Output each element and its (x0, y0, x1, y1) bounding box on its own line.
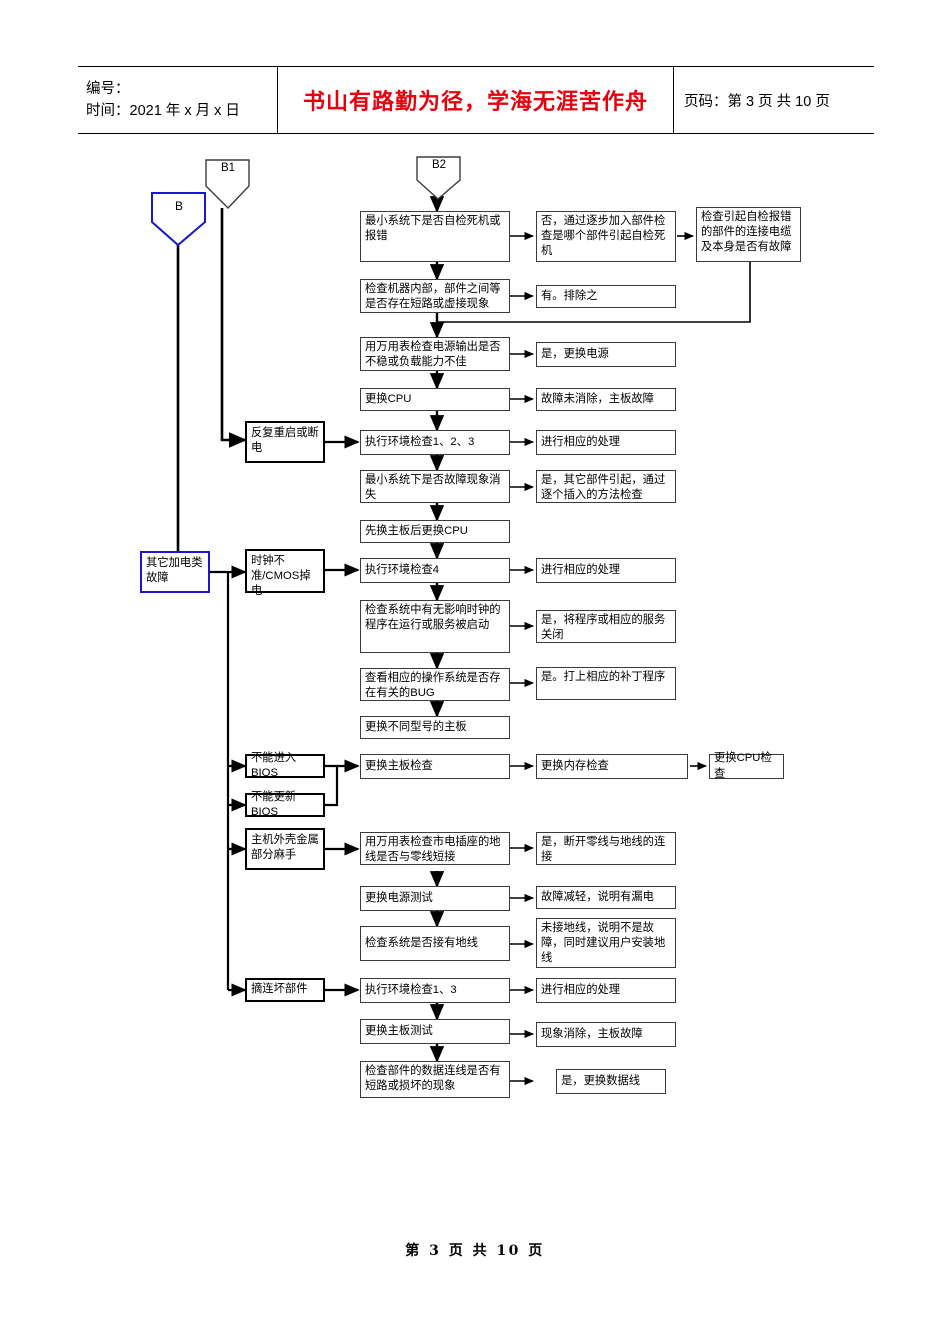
node-step-env-check-13[interactable]: 执行环境检查1、3 (360, 978, 510, 1003)
node-branch-repeated-restart[interactable]: 反复重启或断电 (245, 421, 325, 463)
node-result-handle-accordingly-3[interactable]: 进行相应的处理 (536, 978, 676, 1003)
node-step-check-internal-short[interactable]: 检查机器内部，部件之间等是否存在短路或虚接现象 (360, 279, 510, 313)
header-page-label: 页码：第 3 页 共 10 页 (684, 93, 830, 110)
node-result-replace-cpu-check[interactable]: 更换CPU检查 (709, 752, 784, 780)
node-result-disconnect-neutral-ground[interactable]: 是，断开零线与地线的连接 (536, 832, 676, 865)
node-branch-cannot-update-bios[interactable]: 不能更新BIOS (245, 791, 325, 818)
node-step-replace-mb-check[interactable]: 更换主板检查 (360, 754, 510, 779)
node-result-close-program-service[interactable]: 是，将程序或相应的服务关闭 (536, 610, 676, 643)
node-branch-case-metal-shock[interactable]: 主机外壳金属部分麻手 (245, 828, 325, 870)
node-step-min-system-selftest[interactable]: 最小系统下是否自检死机或报错 (360, 211, 510, 262)
connector-label-B2: B2 (431, 159, 447, 171)
node-result-handle-accordingly-1[interactable]: 进行相应的处理 (536, 430, 676, 455)
node-step-check-ground-wire[interactable]: 检查系统是否接有地线 (360, 926, 510, 961)
node-step-replace-cpu[interactable]: 更换CPU (360, 388, 510, 411)
page-footer: 第 3 页 共 10 页 (405, 1243, 545, 1259)
node-step-check-os-bug[interactable]: 查看相应的操作系统是否存在有关的BUG (360, 668, 510, 701)
node-result-apply-patch[interactable]: 是。打上相应的补丁程序 (536, 667, 676, 700)
node-result-other-parts-cause[interactable]: 是，其它部件引起，通过逐个插入的方法检查 (536, 470, 676, 503)
node-step-min-system-fault-gone[interactable]: 最小系统下是否故障现象消失 (360, 470, 510, 503)
node-step-replace-different-mb[interactable]: 更换不同型号的主板 (360, 716, 510, 739)
header-motto: 书山有路勤为径，学海无涯苦作舟 (302, 89, 648, 115)
node-branch-remove-broken-parts[interactable]: 摘连坏部件 (245, 978, 325, 1002)
node-result-fault-remains-mb[interactable]: 故障未消除，主板故障 (536, 388, 676, 411)
header-cell-id: 编号： 时间：2021 年 x 月 x 日 (78, 67, 278, 133)
node-root-other-power-fault[interactable]: 其它加电类故障 (140, 551, 210, 593)
node-result-yes-eliminate[interactable]: 有。排除之 (536, 285, 676, 308)
header-cell-page: 页码：第 3 页 共 10 页 (674, 67, 874, 133)
node-result-replace-power[interactable]: 是，更换电源 (536, 342, 676, 367)
node-step-check-mains-ground[interactable]: 用万用表检查市电插座的地线是否与零线短接 (360, 832, 510, 865)
node-result-symptom-gone-mb-fault[interactable]: 现象消除，主板故障 (536, 1022, 676, 1047)
node-result-fault-reduced-leak[interactable]: 故障减轻，说明有漏电 (536, 886, 676, 909)
node-step-check-data-cable[interactable]: 检查部件的数据连线是否有短路或损坏的现象 (360, 1061, 510, 1098)
node-step-env-check-123[interactable]: 执行环境检查1、2、3 (360, 430, 510, 455)
connector-label-B1: B1 (220, 162, 236, 174)
node-result-check-cable-faulty[interactable]: 检查引起自检报错的部件的连接电缆及本身是否有故障 (696, 207, 801, 262)
node-step-replace-mb-test[interactable]: 更换主板测试 (360, 1019, 510, 1044)
header-time-label: 时间：2021 年 x 月 x 日 (86, 103, 240, 119)
node-result-no-ground-wire[interactable]: 未接地线，说明不是故障，同时建议用户安装地线 (536, 918, 676, 968)
page-header-table: 编号： 时间：2021 年 x 月 x 日 书山有路勤为径，学海无涯苦作舟 页码… (78, 66, 874, 134)
node-step-multimeter-power-output[interactable]: 用万用表检查电源输出是否不稳或负载能力不佳 (360, 337, 510, 371)
node-step-check-clock-programs[interactable]: 检查系统中有无影响时钟的程序在运行或服务被启动 (360, 600, 510, 653)
header-cell-motto: 书山有路勤为径，学海无涯苦作舟 (278, 67, 674, 133)
connector-label-B: B (174, 199, 183, 213)
node-step-replace-mb-then-cpu[interactable]: 先换主板后更换CPU (360, 520, 510, 543)
node-result-no-add-parts[interactable]: 否，通过逐步加入部件检查是哪个部件引起自检死机 (536, 211, 676, 262)
node-branch-clock-cmos[interactable]: 时钟不准/CMOS掉电 (245, 549, 325, 597)
node-branch-cannot-enter-bios[interactable]: 不能进入BIOS (245, 752, 325, 779)
header-id-label: 编号： (86, 80, 130, 97)
node-result-handle-accordingly-2[interactable]: 进行相应的处理 (536, 558, 676, 583)
node-result-replace-memory-check[interactable]: 更换内存检查 (536, 754, 688, 779)
node-result-replace-data-cable[interactable]: 是，更换数据线 (556, 1069, 666, 1094)
node-step-replace-psu-test[interactable]: 更换电源测试 (360, 886, 510, 911)
node-step-env-check-4[interactable]: 执行环境检查4 (360, 558, 510, 583)
